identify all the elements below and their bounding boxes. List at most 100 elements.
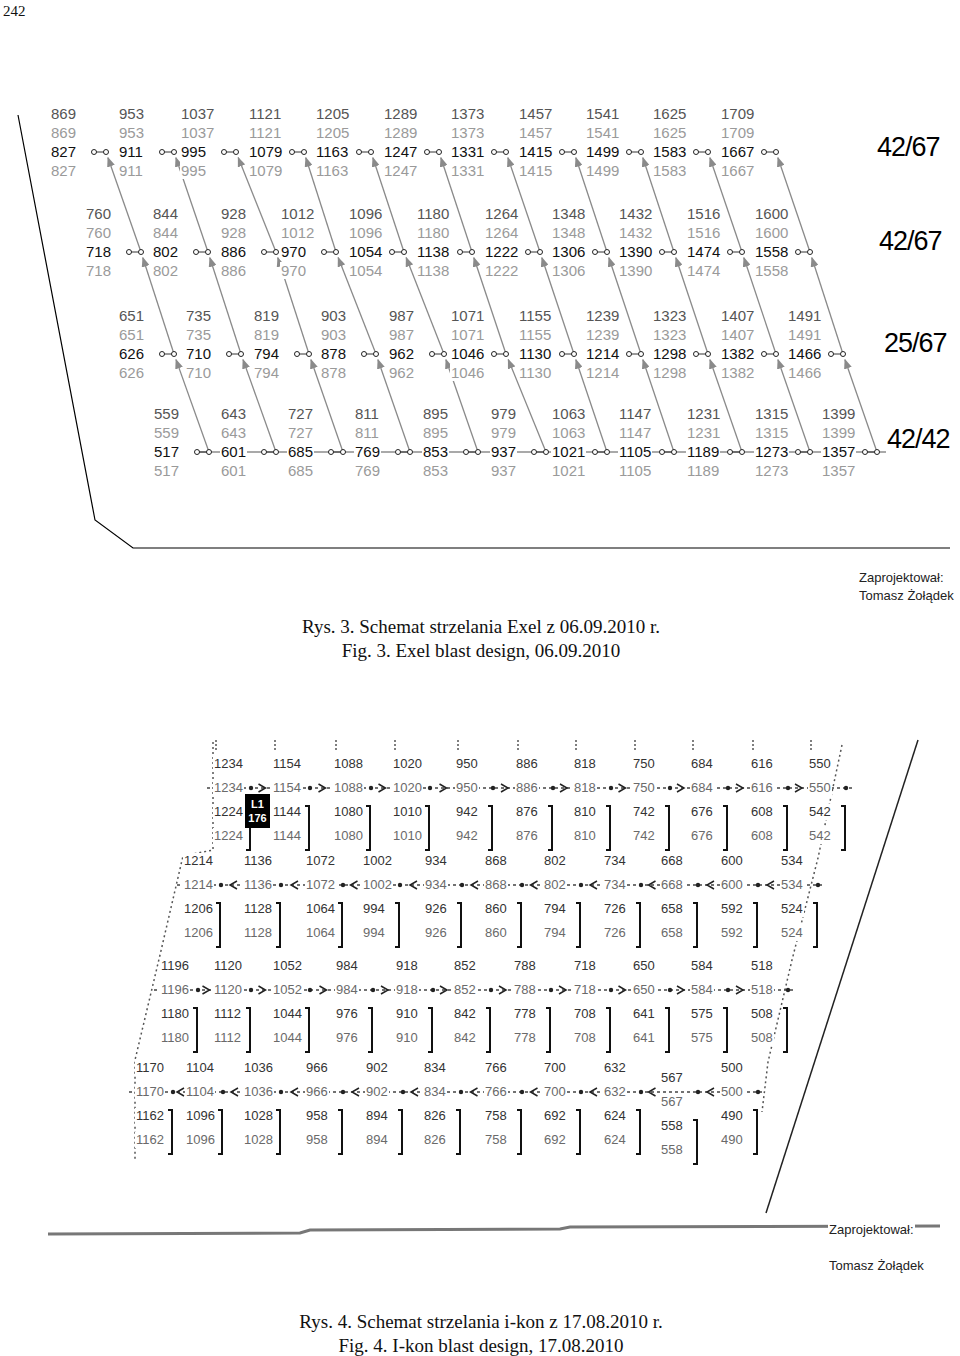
delay-number: 708: [574, 1006, 596, 1021]
blast-hole: [476, 450, 481, 455]
blast-hole: [322, 250, 327, 255]
delay-number: 727: [287, 405, 314, 422]
delay-number: 575: [690, 1006, 714, 1022]
delay-number: 1205: [315, 124, 350, 141]
delay-number: 1071: [451, 307, 484, 324]
delay-number: 1112: [213, 1006, 242, 1022]
delay-number: 517: [154, 462, 179, 479]
delay-number: 1147: [618, 405, 652, 422]
column-tick: [634, 740, 636, 752]
delay-number: 1264: [484, 205, 519, 222]
delay-number: 668: [661, 853, 683, 868]
delay-number: 910: [395, 1030, 419, 1046]
blast-hole: [341, 1090, 345, 1094]
delay-number: 1002: [363, 853, 392, 868]
delay-number: 958: [306, 1132, 328, 1147]
delay-number: 995: [181, 162, 206, 179]
row-spacing-label: 42/42: [887, 424, 950, 454]
delay-number: 584: [691, 982, 713, 997]
delay-number: 886: [220, 262, 247, 279]
delay-number: 524: [781, 925, 803, 940]
row-spacing-label: 42/67: [877, 132, 940, 162]
delay-number: 1121: [249, 124, 281, 141]
delay-number: 928: [220, 224, 247, 241]
delay-number: 1155: [519, 307, 551, 324]
delay-number: 1020: [393, 780, 422, 795]
blast-hole: [437, 150, 442, 155]
blast-hole: [526, 250, 531, 255]
blast-hole: [696, 883, 700, 887]
delay-number: 942: [456, 828, 478, 843]
delay-number: 1234: [213, 780, 244, 796]
delay-number: 735: [186, 326, 211, 343]
delay-number: 937: [490, 462, 517, 479]
delay-number: 1323: [652, 326, 687, 343]
delay-number: 1020: [392, 756, 423, 772]
hole-bracket: [723, 806, 727, 850]
hole-bracket: [576, 903, 580, 947]
hole-bracket: [546, 1008, 550, 1052]
delay-number: 918: [396, 958, 418, 973]
delay-number: 1036: [244, 1084, 273, 1099]
delay-number: 1196: [160, 982, 190, 998]
delay-number: 926: [425, 901, 447, 916]
delay-direction-arrow: [559, 986, 566, 994]
delay-number: 794: [253, 345, 280, 362]
delay-number: 1709: [720, 105, 755, 122]
hole-bracket: [693, 903, 697, 947]
delay-number: 1021: [552, 443, 585, 460]
delay-number: 1054: [349, 262, 382, 279]
delay-number: 1130: [518, 345, 552, 362]
delay-number: 558: [661, 1118, 683, 1133]
delay-number: 718: [86, 243, 111, 260]
delay-number: 1063: [551, 424, 586, 441]
delay-number: 1625: [653, 124, 686, 141]
delay-number: 616: [751, 756, 773, 771]
delay-number: 1323: [653, 307, 686, 324]
delay-direction-arrow: [320, 986, 327, 994]
delay-number: 1044: [273, 1030, 302, 1045]
bench-crest-line: [135, 742, 213, 1160]
delay-number: 876: [516, 828, 538, 843]
delay-direction-arrow: [203, 986, 210, 994]
blast-hole: [549, 988, 553, 992]
delay-number: 692: [543, 1108, 567, 1124]
blast-hole: [239, 352, 244, 357]
delay-number: 1021: [552, 462, 585, 479]
hole-bracket: [398, 1110, 402, 1154]
delay-number: 550: [809, 780, 831, 795]
delay-number: 1205: [316, 105, 349, 122]
delay-direction-arrow: [619, 986, 626, 994]
delay-number: 911: [119, 143, 143, 160]
blast-hole: [92, 150, 97, 155]
delay-number: 811: [355, 405, 379, 422]
blast-hole: [171, 1090, 175, 1094]
delay-number: 1054: [348, 243, 383, 260]
blast-hole: [398, 883, 402, 887]
delay-number: 984: [336, 958, 358, 973]
delay-number: 1264: [485, 205, 518, 222]
delay-number: 950: [456, 756, 478, 771]
delay-number: 1399: [822, 424, 855, 441]
delay-number: 937: [491, 462, 516, 479]
delay-number: 1214: [183, 853, 214, 869]
delay-number: 1239: [586, 326, 619, 343]
delay-number: 1373: [450, 105, 485, 122]
delay-number: 1348: [552, 205, 585, 222]
delay-direction-arrow: [560, 784, 567, 792]
delay-number: 910: [396, 1006, 418, 1021]
blast-hole: [425, 150, 430, 155]
delay-number: 886: [515, 756, 539, 772]
blast-hole: [172, 352, 177, 357]
delay-number: 802: [544, 853, 566, 868]
delay-direction-arrow: [259, 986, 266, 994]
delay-number: 676: [690, 828, 714, 844]
column-tick: [215, 740, 217, 752]
delay-number: 987: [389, 307, 414, 324]
delay-number: 1667: [721, 162, 754, 179]
delay-number: 534: [781, 877, 803, 892]
delay-number: 894: [366, 1132, 388, 1147]
blast-hole: [627, 352, 632, 357]
delay-number: 844: [152, 224, 179, 241]
column-tick: [335, 740, 337, 752]
